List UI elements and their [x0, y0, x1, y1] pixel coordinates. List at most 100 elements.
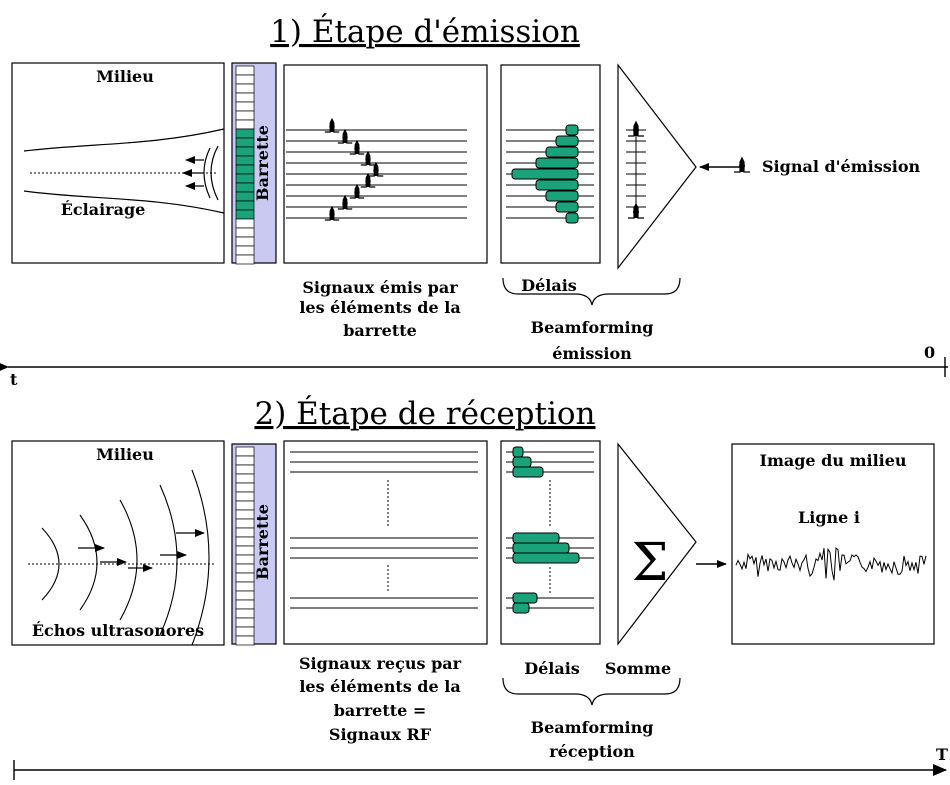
barrette-element [235, 101, 255, 112]
delay-bar [512, 552, 580, 564]
barrette-element [235, 173, 255, 184]
barrette-element [235, 245, 255, 256]
signal-emission-pulse [734, 156, 750, 173]
barrette-element [235, 191, 255, 202]
reception-brace [502, 677, 681, 706]
reception-title: 2) Étape de réception [254, 394, 595, 432]
delay-bar [512, 542, 570, 554]
barrette-element [235, 554, 255, 565]
barrette-element [235, 455, 255, 466]
barrette-element [235, 92, 255, 103]
eclairage-label: Éclairage [61, 199, 146, 219]
barrette-element [235, 626, 255, 637]
barrette-element [235, 254, 255, 265]
delay-bar [512, 592, 538, 604]
signaux-emis-line2: les éléments de la [299, 298, 460, 317]
image-milieu-panel: Image du milieu Ligne i [731, 443, 935, 645]
delay-bar [512, 446, 524, 458]
image-milieu-title: Image du milieu [759, 451, 906, 470]
barrette-element [235, 581, 255, 592]
reception-section: 2) Étape de réception Milieu Échos ultra… [11, 394, 948, 780]
emission-axis-t: t [10, 370, 18, 389]
barrette-element [235, 446, 255, 457]
delay-bar [565, 212, 579, 224]
barrette-element [235, 146, 255, 157]
emission-axis-zero: 0 [924, 343, 935, 362]
echo-wavefront [191, 469, 210, 646]
sigma-symbol: Σ [632, 533, 669, 593]
signaux-recus-line2: les éléments de la [299, 677, 460, 696]
delay-bar [512, 532, 560, 544]
echo-wavefront [119, 499, 138, 621]
signaux-recus-line4: Signaux RF [329, 725, 432, 744]
barrette-element [235, 200, 255, 211]
delay-bar [535, 179, 579, 191]
barrette-element [235, 209, 255, 220]
delay-bar [512, 456, 532, 468]
barrette-element [235, 227, 255, 238]
beamforming-emission-line1: Beamforming [531, 318, 654, 337]
barrette-element [235, 65, 255, 76]
signal-emission-label: Signal d'émission [762, 157, 921, 176]
reception-barrette: Barrette [231, 443, 277, 646]
delay-bar [512, 602, 530, 614]
barrette-element [235, 83, 255, 94]
barrette-element [235, 155, 255, 166]
delay-bar [555, 135, 579, 147]
barrette-element [235, 518, 255, 529]
reception-somme-label: Somme [605, 659, 671, 678]
signaux-emis-line3: barrette [343, 321, 417, 340]
barrette-element [235, 482, 255, 493]
delay-bar [565, 124, 579, 136]
emission-barrette-label: Barrette [253, 125, 272, 201]
reception-signals-panel: Signaux reçus par les éléments de la bar… [283, 440, 488, 744]
emission-delais-label: Délais [521, 276, 577, 295]
beamforming-reception-line2: réception [549, 742, 635, 761]
reception-barrette-label: Barrette [253, 504, 272, 580]
echos-label: Échos ultrasonores [32, 620, 204, 640]
emission-delays-panel [500, 64, 601, 264]
rf-line-signal [735, 547, 927, 581]
signaux-recus-line1: Signaux reçus par [299, 654, 462, 673]
emission-milieu-panel: Milieu Éclairage [11, 62, 225, 264]
barrette-element [235, 491, 255, 502]
beam-upper-envelope [23, 128, 225, 152]
reception-axis-T: T [936, 745, 948, 764]
reception-milieu-label: Milieu [96, 445, 154, 464]
beamforming-emission-line2: émission [552, 344, 632, 363]
barrette-element [235, 119, 255, 130]
barrette-element [235, 590, 255, 601]
barrette-element [235, 464, 255, 475]
signaux-recus-line3: barrette = [334, 701, 427, 720]
delay-bar [511, 168, 579, 180]
echo-wavefront [41, 527, 60, 601]
delay-bar [512, 466, 544, 478]
barrette-element [235, 608, 255, 619]
beamforming-reception-line1: Beamforming [531, 718, 654, 737]
wavefront-2 [210, 145, 219, 201]
emission-section: 1) Étape d'émission Milieu Éclairage Bar… [0, 12, 948, 389]
signaux-emis-line1: Signaux émis par [302, 278, 458, 297]
emission-signals-panel: Signaux émis par les éléments de la barr… [283, 64, 488, 340]
echo-wavefront [79, 514, 98, 611]
barrette-element [235, 545, 255, 556]
barrette-element [235, 128, 255, 139]
emission-milieu-label: Milieu [96, 67, 154, 86]
barrette-element [235, 536, 255, 547]
emission-brace [502, 277, 681, 306]
barrette-element [235, 236, 255, 247]
beam-lower-envelope [23, 190, 225, 214]
barrette-element [235, 509, 255, 520]
barrette-element [235, 527, 255, 538]
barrette-element [235, 500, 255, 511]
delay-bar [555, 201, 579, 213]
barrette-element [235, 182, 255, 193]
emission-title: 1) Étape d'émission [270, 12, 580, 50]
echo-wavefront [159, 484, 178, 636]
reception-delais-label: Délais [524, 659, 580, 678]
barrette-element [235, 137, 255, 148]
reception-milieu-panel: Milieu Échos ultrasonores [11, 440, 225, 646]
delay-bar [535, 157, 579, 169]
barrette-element [235, 563, 255, 574]
